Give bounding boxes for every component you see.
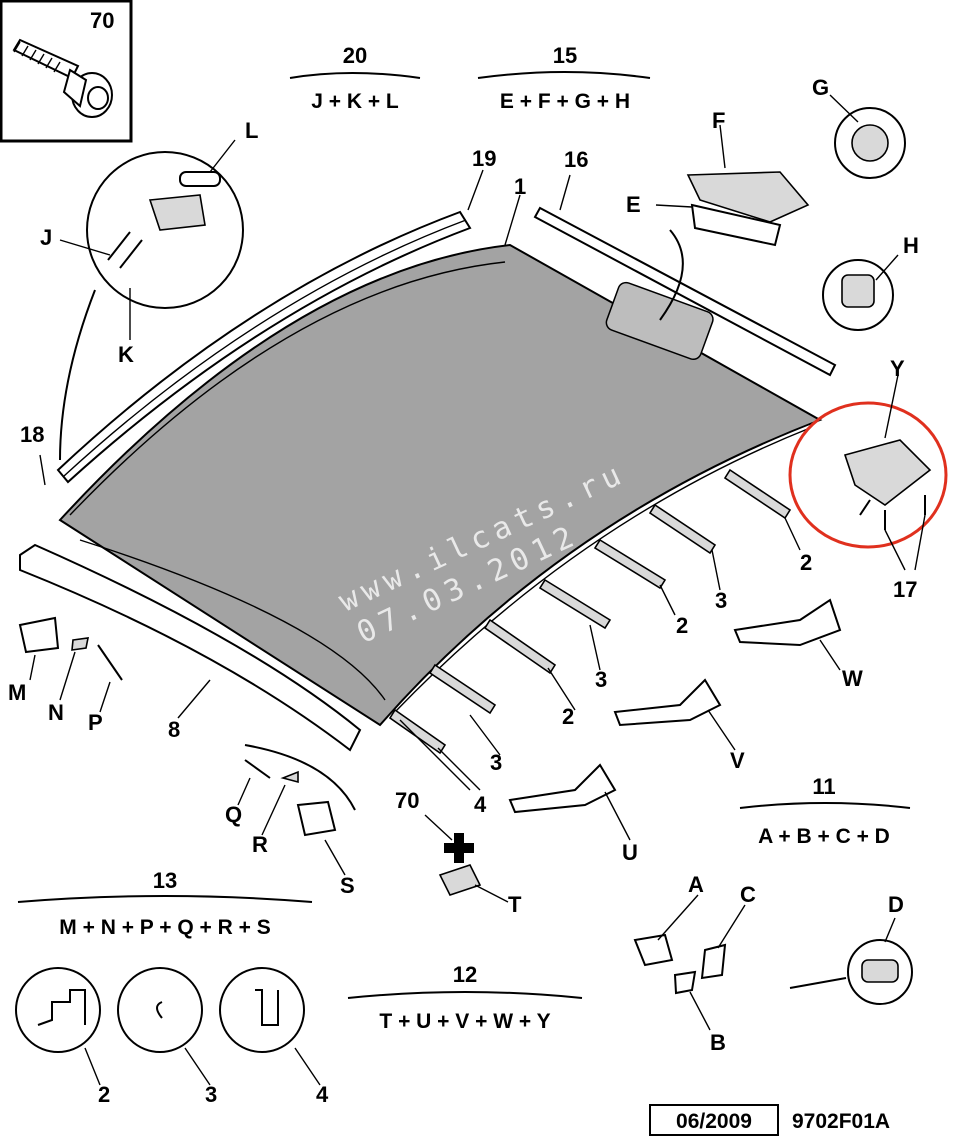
roof-bows: [388, 468, 792, 755]
footer-ref: 9702F01A: [792, 1110, 890, 1133]
callout-B: B: [710, 1030, 726, 1055]
callout-U: U: [622, 840, 638, 865]
hinge-parts-uvw: [508, 598, 842, 814]
part-t: [438, 833, 482, 896]
group-12-formula: T + U + V + W + Y: [379, 1010, 550, 1033]
group-12-title: 12: [453, 962, 477, 987]
callout-K: K: [118, 342, 134, 367]
section-label-4: 4: [316, 1082, 329, 1107]
group-20-formula: J + K + L: [311, 90, 399, 113]
parts-mnp: [18, 616, 123, 681]
group-15-formula: E + F + G + H: [500, 90, 630, 113]
callout-16: 16: [564, 147, 588, 172]
callout-S: S: [340, 873, 355, 898]
callout-17: 17: [893, 577, 917, 602]
callout-M: M: [8, 680, 26, 705]
group-20-title: 20: [343, 43, 367, 68]
callout-C: C: [740, 882, 756, 907]
part-y-mechanism: [843, 439, 932, 530]
parts-qrs: [244, 744, 356, 837]
callout-3-b: 3: [595, 667, 607, 692]
callout-3-a: 3: [715, 588, 727, 613]
side-trim-strip: [19, 543, 362, 752]
callout-F: F: [712, 108, 725, 133]
group-11-title: 11: [812, 774, 835, 799]
section-label-3: 3: [205, 1082, 217, 1107]
roof-panel: [58, 243, 823, 727]
screw-70-inset: [0, 0, 133, 143]
callout-H: H: [903, 233, 919, 258]
section-label-2: 2: [98, 1082, 110, 1107]
callout-8: 8: [168, 717, 180, 742]
section-circles: [15, 967, 305, 1053]
callout-T: T: [508, 892, 522, 917]
callout-70-small: 70: [395, 788, 419, 813]
parts-abcd: [633, 933, 913, 1005]
group-13-formula: M + N + P + Q + R + S: [59, 916, 270, 939]
group-15-title: 15: [553, 43, 577, 68]
group-11-formula: A + B + C + D: [758, 825, 890, 848]
highlight-circle: [788, 401, 948, 549]
callout-D: D: [888, 892, 904, 917]
callout-G: G: [812, 75, 829, 100]
callout-R: R: [252, 832, 268, 857]
callout-1: 1: [514, 174, 526, 199]
rear-strip: [533, 206, 837, 377]
callout-19: 19: [472, 146, 496, 171]
parts-efgh: [659, 107, 906, 331]
footer-date: 06/2009: [676, 1110, 752, 1133]
callout-2-b: 2: [676, 613, 688, 638]
callout-N: N: [48, 700, 64, 725]
callout-70-box: 70: [90, 8, 114, 33]
callout-P: P: [88, 710, 103, 735]
callout-2-c: 2: [562, 704, 574, 729]
callout-E: E: [626, 192, 641, 217]
detail-circle-jkl: [59, 151, 244, 461]
callout-18: 18: [20, 422, 44, 447]
callout-Q: Q: [225, 802, 242, 827]
callout-V: V: [730, 748, 745, 773]
callout-L: L: [245, 118, 258, 143]
callout-3-c: 3: [490, 750, 502, 775]
callout-W: W: [842, 666, 863, 691]
callout-4: 4: [474, 792, 487, 817]
leader-lines: [29, 94, 926, 1086]
callout-2-a: 2: [800, 550, 812, 575]
callout-Y: Y: [890, 356, 905, 381]
group-13-title: 13: [153, 868, 177, 893]
footer-date-box: [649, 1104, 779, 1136]
callout-J: J: [40, 225, 52, 250]
callout-A: A: [688, 872, 704, 897]
